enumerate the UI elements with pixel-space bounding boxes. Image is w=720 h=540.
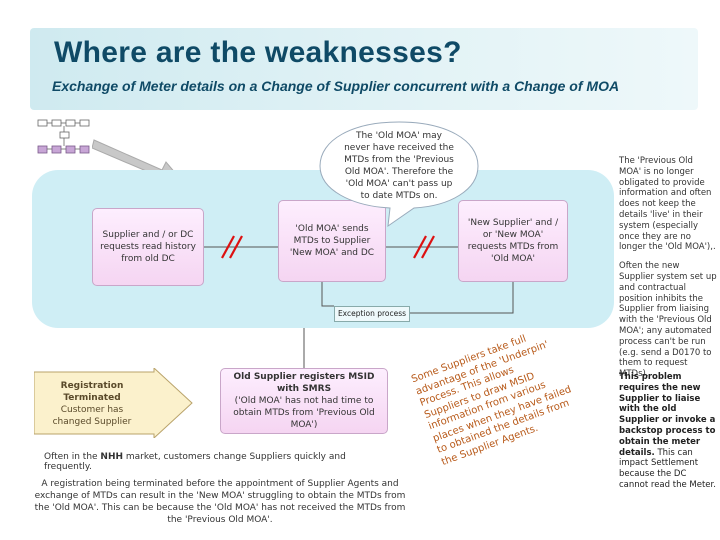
cloud-shape [319,121,479,228]
nhh-text-before: Often in the [44,452,101,462]
speech-cloud: The 'Old MOA' may never have received th… [318,120,480,228]
page-subtitle: Exchange of Meter details on a Change of… [52,78,620,94]
page-title: Where are the weaknesses? [54,36,462,69]
new-supplier-box: 'New Supplier' and / or 'New MOA' reques… [458,200,568,282]
registration-arrow [34,368,193,438]
termination-paragraph: A registration being terminated before t… [34,479,406,525]
nhh-text-after: market, customers change Suppliers quick… [44,452,346,472]
old-supplier-body: ('Old MOA' has not had time to obtain MT… [233,396,375,430]
registration-body: Customer has changed Supplier [52,405,132,427]
registration-title: Registration Terminated [60,381,124,403]
registration-terminated: Registration Terminated Customer has cha… [40,380,144,428]
right-notes-bottom: This problem requires the new Supplier t… [619,372,717,491]
new-supplier-note: Often the new Supplier system set up and… [619,261,717,380]
nhh-text-bold: NHH [100,452,124,462]
cloud-text: The 'Old MOA' may never have received th… [344,131,454,201]
old-supplier-box: Old Supplier registers MSID with SMRS ('… [220,368,388,434]
old-moa-box: 'Old MOA' sends MTDs to Supplier 'New MO… [278,200,386,282]
title-banner [30,28,698,110]
previous-old-moa-note: The 'Previous Old MOA' is no longer obli… [619,156,716,253]
broken-link-icon [221,235,435,259]
right-notes-top: The 'Previous Old MOA' is no longer obli… [619,156,717,388]
exception-process-box: Exception process [334,306,410,322]
problem-note-normal: This can impact Settlement because the D… [619,447,716,490]
problem-note-bold: This problem requires the new Supplier t… [619,372,716,458]
flowchart-icon [37,119,90,154]
history-request-box: Supplier and / or DC requests read histo… [92,208,204,286]
old-supplier-title: Old Supplier registers MSID with SMRS [233,372,375,394]
nhh-paragraph: Often in the NHH market, customers chang… [44,452,394,472]
